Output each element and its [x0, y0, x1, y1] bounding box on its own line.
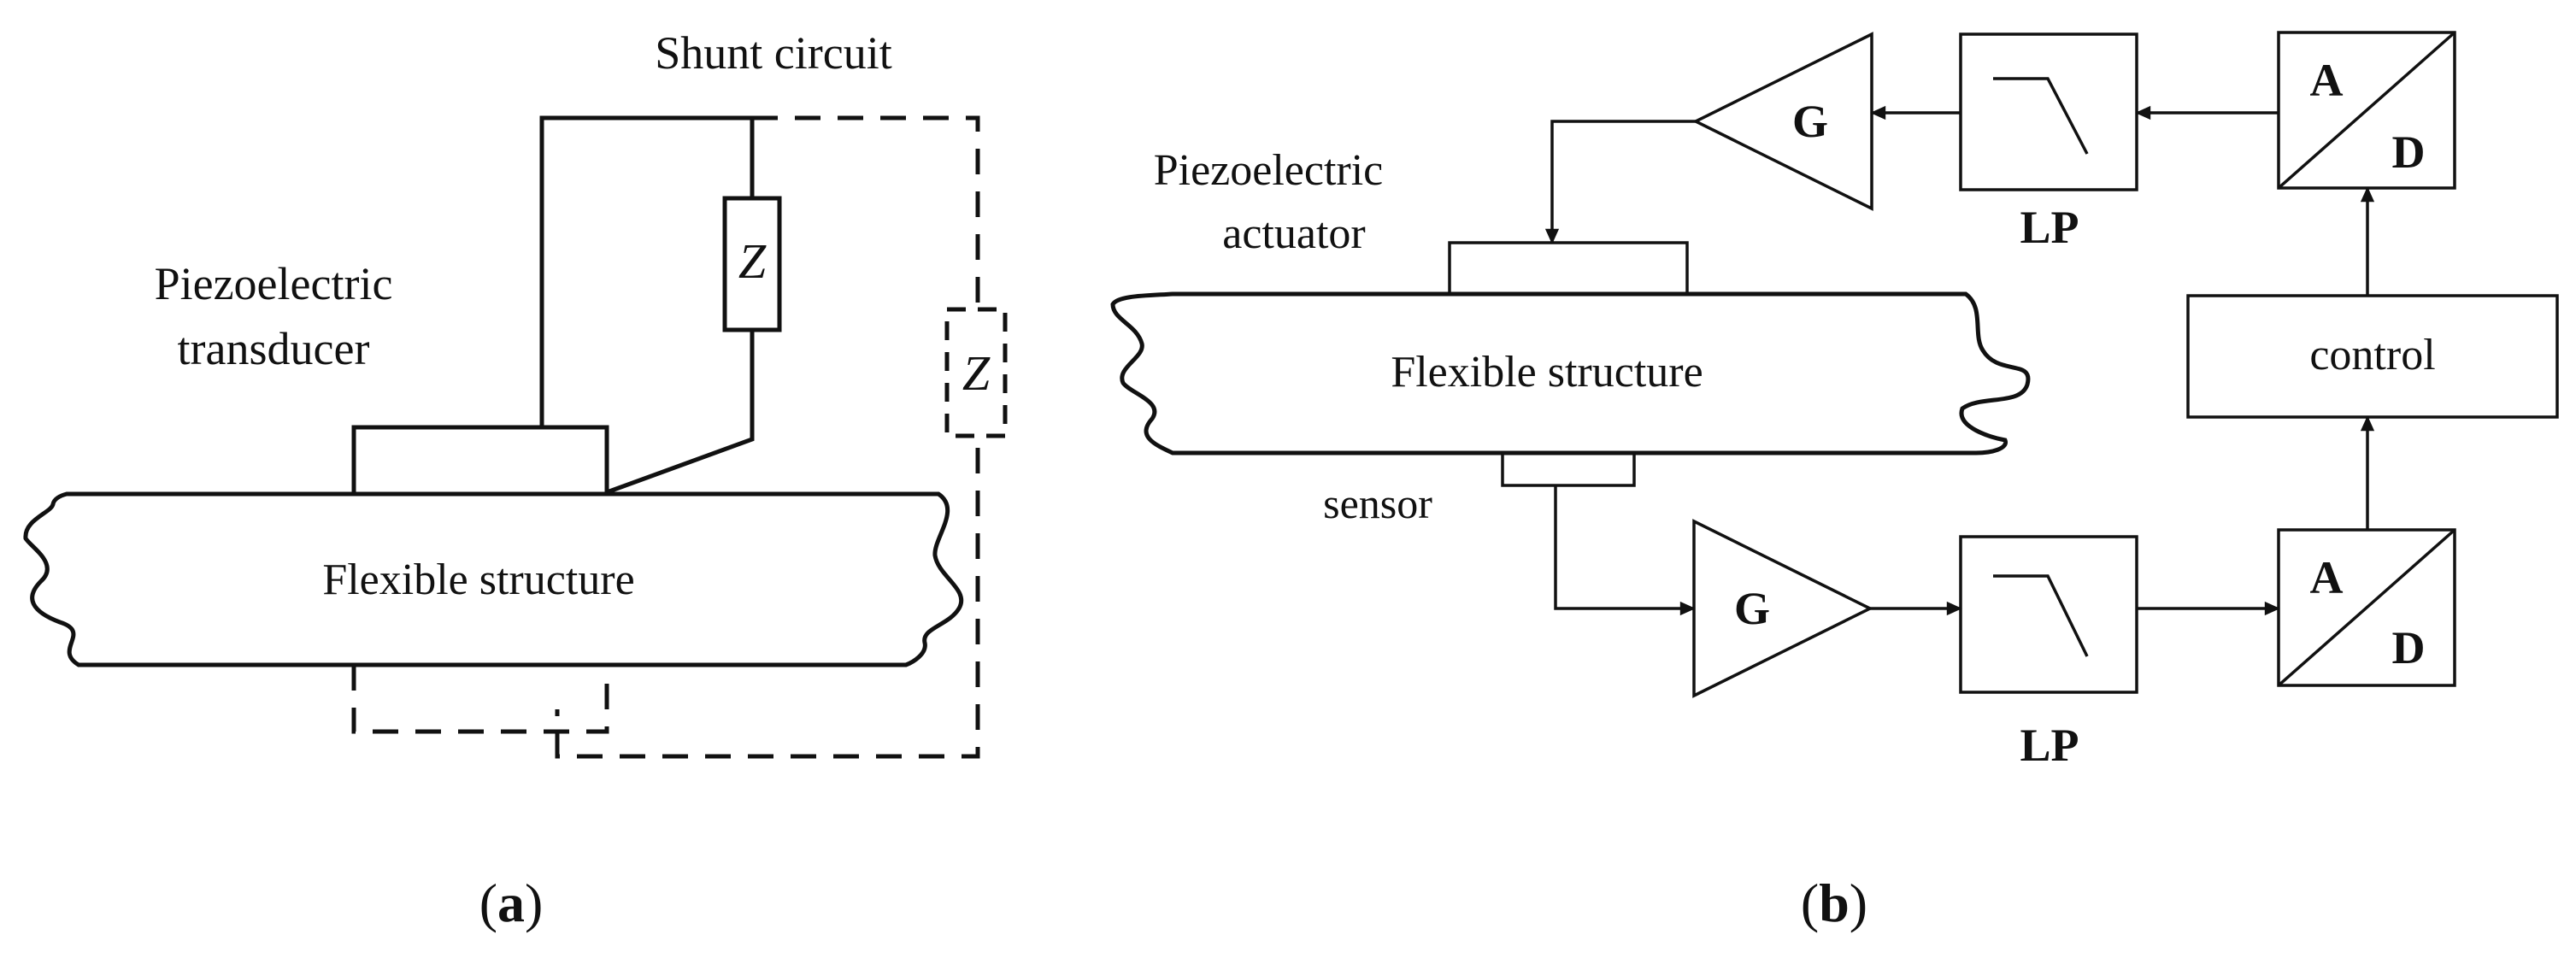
gain-top-triangle [1692, 32, 1873, 211]
control-label: control [2309, 331, 2435, 379]
panel-b: Flexible structure Piezoelectric actuato… [1110, 31, 2559, 933]
impedance-z-label: Z [738, 233, 767, 289]
arrow-gain-to-actuator [1544, 120, 1696, 244]
sensor-label: sensor [1323, 479, 1432, 527]
flexible-structure-beam-a [23, 491, 963, 667]
caption-a: (a) [479, 873, 544, 933]
lp-filter-top-box [1959, 32, 2138, 191]
structure-label-a: Flexible structure [322, 555, 634, 604]
piezo-actuator [1448, 241, 1689, 296]
impedance-z-box [722, 196, 782, 332]
adc-bottom-d-label: D [2392, 622, 2426, 673]
actuator-label-line1: Piezoelectric [1154, 146, 1384, 195]
structure-label-b: Flexible structure [1391, 348, 1703, 397]
piezo-transducer-bottom-dashed [351, 665, 609, 734]
gain-bottom-label: G [1734, 583, 1770, 634]
shunt-wire-impedance [606, 118, 755, 495]
gain-bottom-triangle [1692, 519, 1873, 698]
gain-top-label: G [1792, 96, 1828, 147]
transducer-label-line1: Piezoelectric [155, 258, 393, 309]
control-box [2186, 294, 2559, 419]
piezo-transducer-top [351, 425, 609, 497]
lp-filter-bottom-label: LP [2020, 720, 2079, 771]
adc-bottom-diagonal [2277, 528, 2456, 687]
adc-top-diagonal [2277, 31, 2456, 190]
impedance-z-alt-label: Z [962, 345, 991, 401]
impedance-z-dashed-box [944, 307, 1008, 438]
transducer-label-line2: transducer [178, 323, 370, 374]
caption-b: (b) [1801, 873, 1867, 933]
adc-top-d-label: D [2392, 126, 2426, 178]
flexible-structure-beam-b [1110, 291, 2031, 456]
shunt-dashed-alt [555, 115, 980, 759]
shunt-circuit-label: Shunt circuit [655, 27, 891, 79]
lp-filter-bottom-box [1959, 535, 2138, 694]
arrow-sensor-to-gain [1554, 485, 1696, 616]
adc-bottom-a-label: A [2310, 552, 2344, 603]
lp-filter-bottom-curve [1993, 574, 2089, 657]
sensor-patch [1501, 451, 1636, 487]
adc-top-a-label: A [2310, 55, 2344, 106]
actuator-label-line2: actuator [1222, 209, 1365, 258]
panel-a: Flexible structure Z Z Shunt circuit Pie… [23, 27, 1008, 933]
lp-filter-top-label: LP [2020, 202, 2079, 253]
shunt-wire-left [539, 115, 752, 427]
lp-filter-top-curve [1993, 77, 2089, 155]
